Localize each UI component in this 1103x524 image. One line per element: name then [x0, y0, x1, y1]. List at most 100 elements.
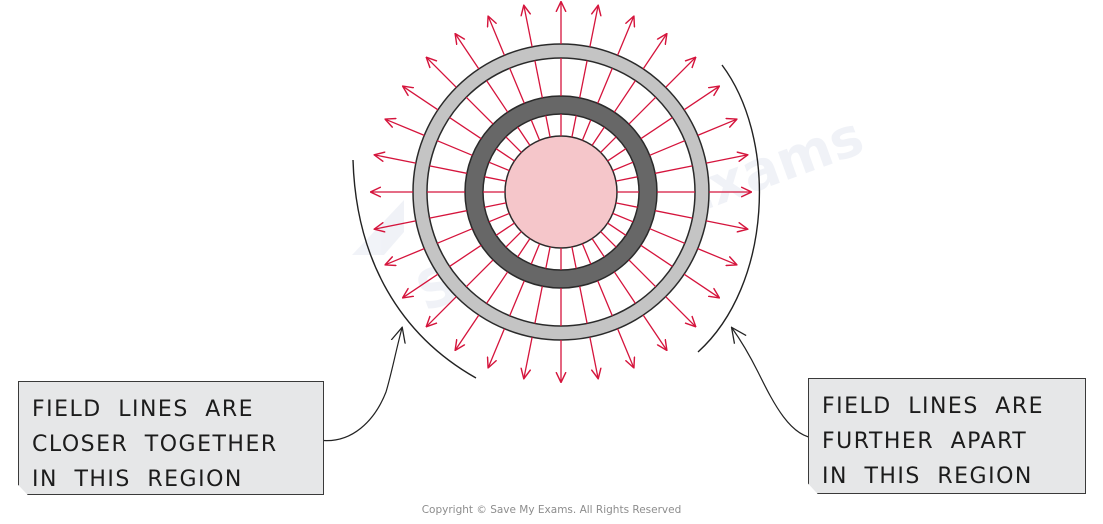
middle-field-line [613, 80, 636, 113]
inner-field-line [581, 119, 592, 141]
middle-field-line [465, 259, 494, 288]
outer-field-arrow [386, 247, 425, 265]
middle-field-line [436, 140, 473, 156]
middle-field-line [613, 271, 636, 304]
inner-field-line [600, 136, 617, 153]
outer-field-arrow [403, 273, 439, 297]
outer-field-arrow [665, 296, 696, 327]
inner-field-line [591, 238, 605, 258]
right-region-arc [697, 64, 761, 353]
middle-field-line [449, 244, 482, 267]
middle-field-line [649, 140, 686, 156]
label-line: FIELD LINES ARE [32, 397, 255, 422]
outer-field-arrow [642, 314, 666, 350]
inner-field-line [545, 246, 551, 269]
inner-field-line [495, 148, 515, 162]
right-pointer [732, 328, 817, 439]
label-line: FIELD LINES ARE [822, 394, 1045, 419]
outer-field-arrow [683, 273, 719, 297]
inner-field-line [517, 238, 531, 258]
outer-field-arrow [524, 337, 533, 378]
outer-field-arrow [524, 6, 533, 47]
outer-field-arrow [427, 58, 457, 88]
inner-field-line [505, 136, 522, 153]
inner-field-line [545, 115, 551, 138]
inner-field-line [607, 222, 627, 236]
outer-field-arrow [488, 17, 506, 56]
middle-field-line [449, 117, 482, 140]
outer-field-arrow [697, 119, 737, 137]
outer-field-arrow [386, 119, 425, 137]
inner-field-line [495, 222, 515, 236]
inner-field-line [591, 126, 605, 146]
middle-field-line [429, 165, 467, 174]
inner-field-line [530, 119, 541, 141]
middle-field-line [655, 165, 693, 174]
outer-field-arrow [706, 155, 747, 164]
middle-field-line [655, 210, 693, 219]
outer-field-arrow [706, 220, 747, 229]
middle-field-line [597, 67, 613, 104]
middle-field-line [579, 286, 588, 324]
closer-together-label: FIELD LINES ARE CLOSER TOGETHER IN THIS … [18, 381, 324, 495]
inner-field-line [484, 176, 507, 182]
middle-field-line [509, 280, 525, 317]
middle-field-line [649, 228, 686, 244]
outer-field-arrow [375, 155, 416, 164]
outer-field-arrow [589, 6, 598, 47]
middle-field-line [579, 60, 588, 98]
inner-field-line [612, 161, 634, 172]
outer-field-arrow [683, 86, 719, 111]
further-apart-label: FIELD LINES ARE FURTHER APART IN THIS RE… [808, 378, 1086, 494]
copyright-text: Copyright © Save My Exams. All Rights Re… [421, 504, 682, 516]
outer-field-arrow [488, 328, 506, 368]
inner-field-line [581, 243, 592, 265]
left-region-arc [352, 159, 477, 379]
outer-field-arrow [697, 247, 737, 265]
outer-field-arrow [665, 58, 696, 88]
inner-field-line [505, 231, 522, 248]
outer-field-arrow [375, 220, 416, 229]
inner-field-line [615, 176, 638, 182]
outer-field-arrow [616, 17, 634, 56]
field-lines [371, 2, 751, 382]
inner-field-line [571, 246, 577, 269]
watermark-logo-icon [352, 200, 404, 255]
outer-field-arrow [403, 86, 439, 111]
middle-field-line [465, 96, 494, 125]
middle-field-line [534, 60, 543, 98]
left-pointer [317, 328, 402, 442]
label-line: CLOSER TOGETHER [32, 432, 278, 457]
outer-field-arrow [589, 337, 598, 378]
middle-field-line [436, 228, 473, 244]
inner-field-line [488, 161, 510, 172]
middle-field-line [640, 117, 673, 140]
label-line: IN THIS REGION [822, 464, 1033, 489]
middle-field-line [597, 280, 613, 317]
middle-field-line [509, 67, 525, 104]
inner-field-line [517, 126, 531, 146]
outer-field-arrow [455, 34, 480, 70]
middle-field-line [486, 80, 509, 113]
middle-field-line [640, 244, 673, 267]
outer-field-arrow [455, 314, 480, 350]
outer-field-arrow [427, 296, 457, 327]
outer-field-arrow [616, 328, 634, 368]
label-line: FURTHER APART [822, 429, 1028, 454]
inner-field-line [612, 212, 634, 223]
inner-field-line [488, 212, 510, 223]
inner-field-line [530, 243, 541, 265]
inner-field-line [600, 231, 617, 248]
middle-field-line [486, 271, 509, 304]
middle-field-line [628, 259, 657, 288]
inner-field-line [607, 148, 627, 162]
inner-field-line [571, 115, 577, 138]
middle-field-line [429, 210, 467, 219]
label-line: IN THIS REGION [32, 467, 243, 492]
inner-field-line [615, 202, 638, 208]
middle-field-line [534, 286, 543, 324]
inner-field-line [484, 202, 507, 208]
core-sphere [504, 135, 618, 249]
